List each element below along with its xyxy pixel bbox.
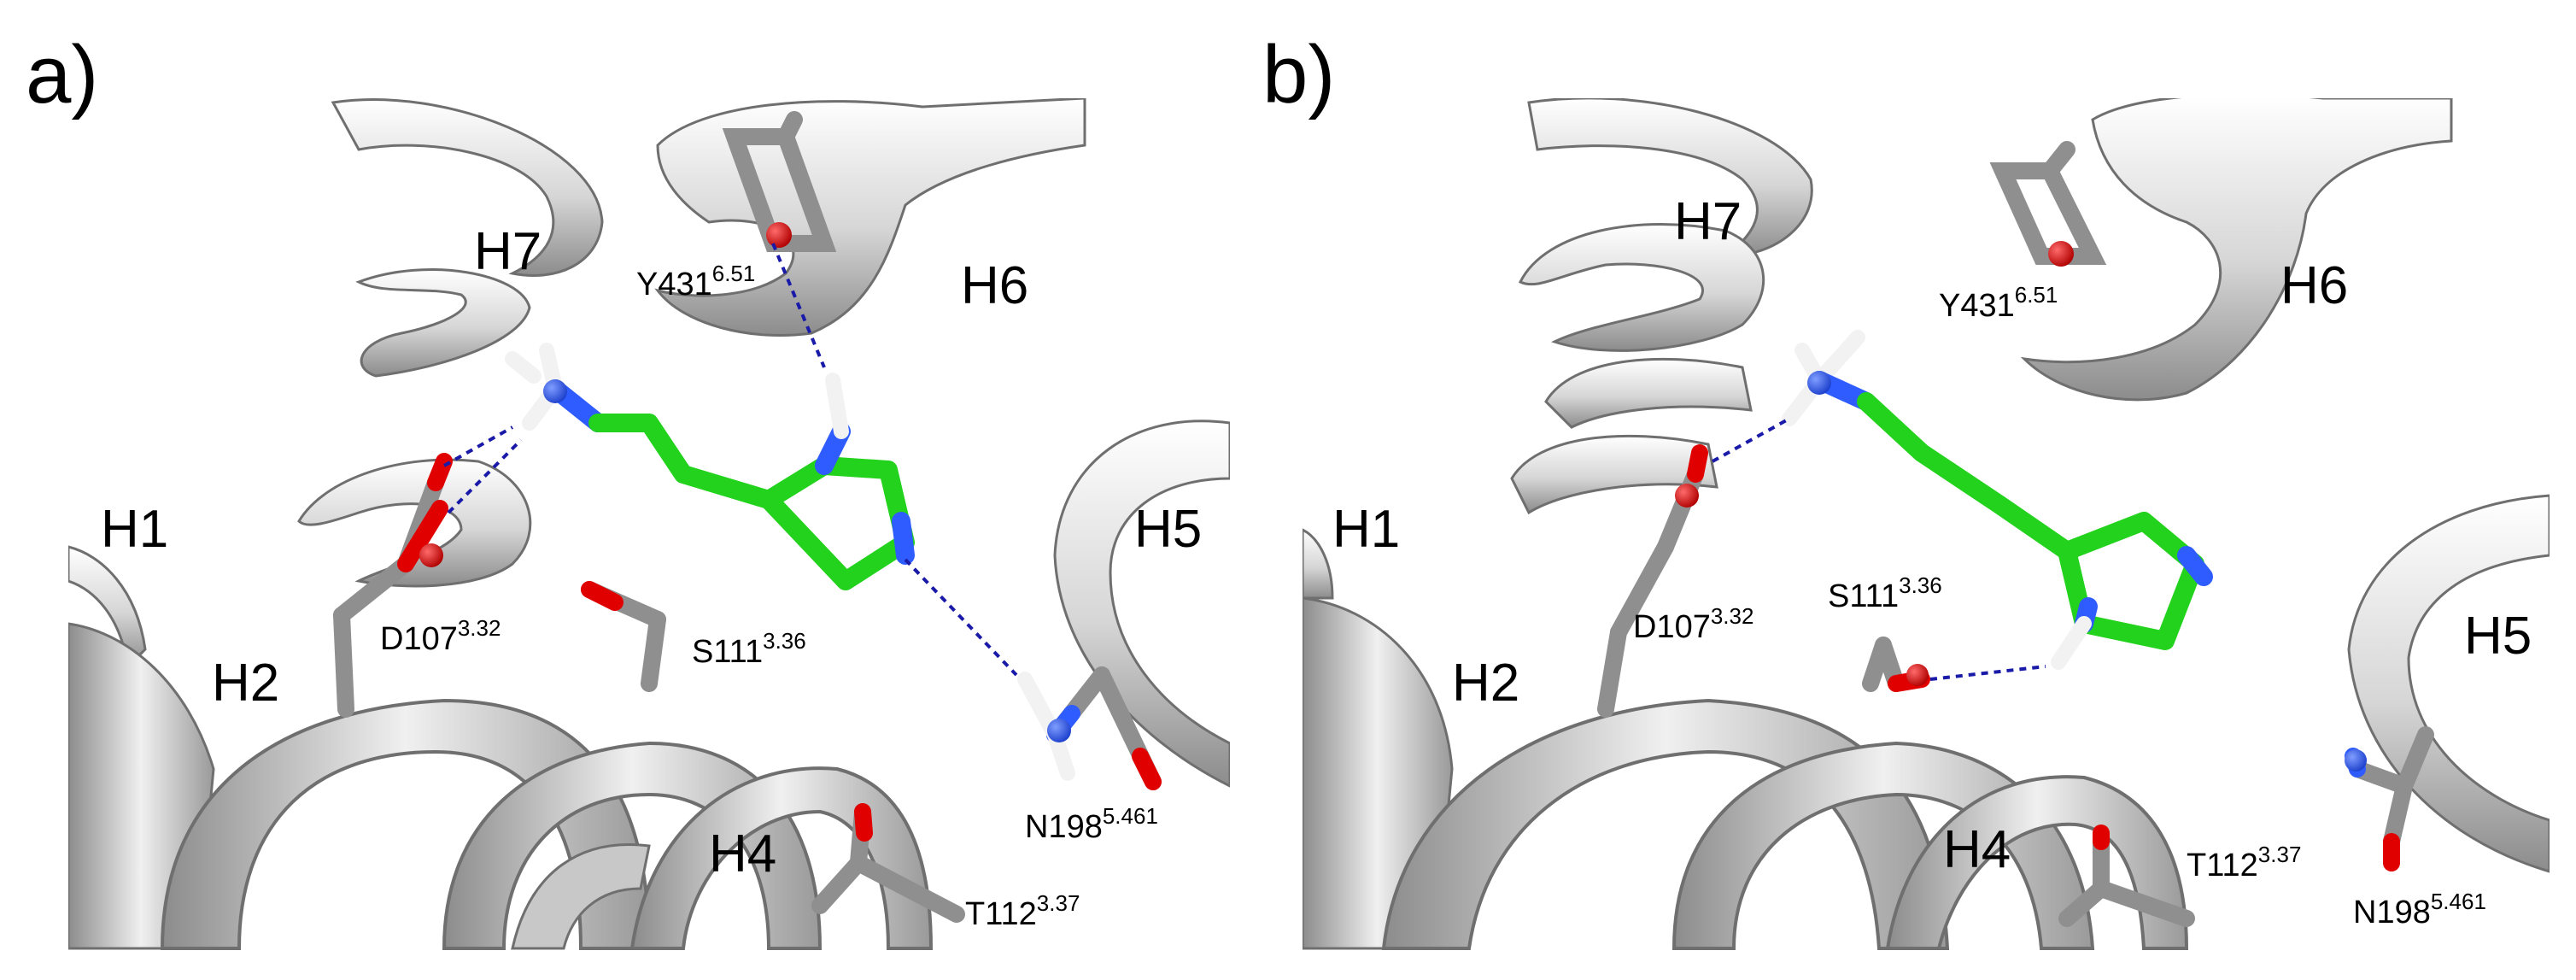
panel-b-residue-n198-sup: 5.461: [2431, 889, 2486, 914]
svg-text:Y4316.51: Y4316.51: [636, 261, 755, 302]
panel-b-structure: [1303, 98, 2550, 950]
panel-a-residue-n198-name: N198: [1025, 809, 1103, 845]
panel-a-residue-t112: T1123.37: [965, 890, 1080, 932]
panel-a-helix-h5-ribbon: [1053, 420, 1230, 788]
panel-b-helix-h5-label: H5: [2464, 607, 2532, 666]
panel-a-residue-d107: D1073.32: [380, 615, 501, 657]
panel-b-helix-h7-label: H7: [1674, 192, 1742, 251]
panel-a-atoms: [419, 222, 1071, 742]
panel-b-residue-y431-name: Y431: [1939, 288, 2015, 324]
svg-text:T1123.37: T1123.37: [2187, 842, 2301, 883]
panel-a-helix-h5-label: H5: [1134, 500, 1202, 559]
svg-text:Y4316.51: Y4316.51: [1939, 282, 2058, 324]
panel-b: b) H1 H2 H4 H5 H6 H7 Y4316.51 D1073.32 S…: [1262, 29, 2550, 950]
panel-b-helix-bottom-ribbons: [1381, 698, 2189, 950]
svg-text:S1113.36: S1113.36: [1828, 572, 1942, 614]
panel-b-helix-h1-label: H1: [1332, 500, 1400, 559]
panel-a-residue-n198: N1985.461: [1025, 803, 1158, 845]
panel-a-sidechains: [333, 111, 1162, 923]
panel-a-residue-n198-sup: 5.461: [1103, 803, 1158, 829]
panel-b-n198-nitrogen: [2345, 749, 2367, 772]
panel-a-label: a): [26, 29, 98, 120]
panel-a-n198-nitrogen: [1047, 719, 1071, 742]
svg-text:D1073.32: D1073.32: [380, 615, 501, 657]
panel-b-residue-t112-sup: 3.37: [2258, 842, 2302, 867]
panel-a-residue-s111-name: S111: [692, 634, 763, 670]
panel-b-atoms: [1675, 241, 2367, 772]
panel-b-y431-ring: [1989, 162, 2107, 265]
panel-a-residue-s111-sup: 3.36: [763, 628, 806, 654]
panel-a-residue-s111: S1113.36: [692, 628, 806, 670]
svg-text:N1985.461: N1985.461: [2353, 889, 2486, 930]
panel-b-label: b): [1262, 29, 1335, 120]
panel-b-helix-h5-ribbon: [2347, 494, 2550, 873]
panel-b-helix-h4-label: H4: [1943, 820, 2011, 879]
panel-a-d107-oxygen: [419, 543, 443, 567]
panel-b-residue-n198: N1985.461: [2353, 889, 2486, 930]
panel-a-hbonds: [443, 243, 1018, 677]
panel-b-residue-y431: Y4316.51: [1939, 282, 2058, 324]
panel-b-helix-h6-ribbon: [2020, 98, 2453, 402]
panel-b-residue-y431-sup: 6.51: [2015, 282, 2058, 308]
panel-a-residue-d107-name: D107: [380, 621, 458, 657]
panel-b-residue-s111-sup: 3.36: [1899, 572, 1942, 598]
panel-b-s111-oxygen: [1906, 664, 1929, 686]
panel-a-y431-oxygen: [766, 222, 792, 248]
panel-b-residue-t112: T1123.37: [2187, 842, 2301, 883]
panel-a-residue-y431: Y4316.51: [636, 261, 755, 302]
panel-a-helix-h6-label: H6: [961, 256, 1028, 315]
panel-a-helix-h1-label: H1: [101, 500, 168, 559]
panel-a-residue-y431-sup: 6.51: [712, 261, 756, 286]
panel-b-d107-oxygen: [1675, 484, 1699, 508]
panel-b-helix-h6-label: H6: [2280, 256, 2348, 315]
panel-b-residue-t112-name: T112: [2187, 848, 2258, 883]
panel-b-helix-h7-ribbon: [1510, 98, 1813, 515]
panel-a-residue-d107-sup: 3.32: [458, 615, 501, 641]
panel-a-helix-h7-ribbon: [297, 98, 604, 588]
svg-text:S1113.36: S1113.36: [692, 628, 806, 670]
panel-a-ligand: [505, 343, 915, 590]
panel-b-residue-s111: S1113.36: [1828, 572, 1942, 614]
panel-a-helix-h4-label: H4: [709, 824, 776, 883]
panel-b-y431-oxygen: [2048, 241, 2074, 267]
panel-a-helix-h7-label: H7: [474, 222, 542, 281]
panel-b-residue-n198-name: N198: [2353, 895, 2431, 930]
panel-b-hbonds: [1712, 417, 2046, 681]
svg-text:T1123.37: T1123.37: [965, 890, 1080, 932]
panel-b-residue-d107: D1073.32: [1633, 603, 1753, 645]
panel-a-residue-t112-sup: 3.37: [1037, 890, 1080, 916]
panel-a-residue-y431-name: Y431: [636, 267, 712, 302]
svg-text:D1073.32: D1073.32: [1633, 603, 1753, 645]
panel-a-residue-t112-name: T112: [965, 896, 1037, 932]
panel-b-residue-d107-sup: 3.32: [1711, 603, 1754, 629]
panel-b-ligand: [1782, 330, 2213, 670]
panel-b-helix-h2-label: H2: [1452, 654, 1519, 713]
panel-b-residue-d107-name: D107: [1633, 609, 1711, 645]
panel-a-helix-h2-label: H2: [212, 654, 279, 713]
svg-text:N1985.461: N1985.461: [1025, 803, 1158, 845]
panel-b-sidechains: [1597, 141, 2434, 927]
panel-b-residue-s111-name: S111: [1828, 578, 1899, 614]
panel-a: a) H1 H2 H4 H5 H6 H7 Y4316.51 D1073.32 S…: [26, 29, 1230, 950]
